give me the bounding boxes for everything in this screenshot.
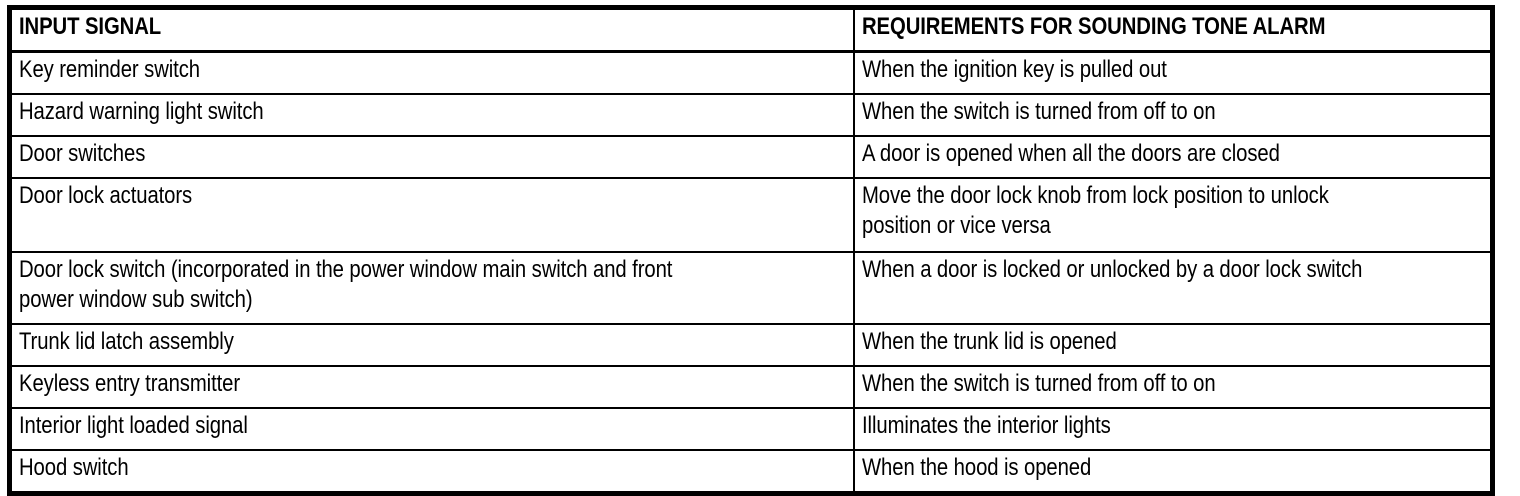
table-row: Keyless entry transmitter When the switc… xyxy=(8,365,1494,409)
table-row: Interior light loaded signal Illuminates… xyxy=(8,407,1494,451)
input-signal-text: Trunk lid latch assembly xyxy=(19,328,234,355)
requirements-text: Move the door lock knob from lock positi… xyxy=(861,182,1329,239)
cell-input-signal: Interior light loaded signal xyxy=(8,407,855,451)
cell-input-signal: Hood switch xyxy=(8,449,855,495)
input-signal-text: Key reminder switch xyxy=(19,56,200,83)
cell-requirements: When the hood is opened xyxy=(852,449,1494,495)
requirements-text: When the trunk lid is opened xyxy=(861,328,1117,355)
requirements-text: When the switch is turned from off to on xyxy=(861,370,1216,397)
table-body: Key reminder switch When the ignition ke… xyxy=(8,50,1494,495)
table-row: Key reminder switch When the ignition ke… xyxy=(8,50,1494,95)
column-header-input-signal: INPUT SIGNAL xyxy=(8,6,855,53)
table-row: Hood switch When the hood is opened xyxy=(8,449,1494,495)
cell-input-signal: Key reminder switch xyxy=(8,50,855,95)
input-signal-text: Interior light loaded signal xyxy=(19,412,248,439)
cell-requirements: When the switch is turned from off to on xyxy=(852,93,1494,137)
cell-input-signal: Door switches xyxy=(8,135,855,179)
requirements-text: When the switch is turned from off to on xyxy=(861,98,1216,125)
column-header-requirements-label: REQUIREMENTS FOR SOUNDING TONE ALARM xyxy=(861,13,1326,40)
cell-requirements: When the trunk lid is opened xyxy=(852,323,1494,367)
input-signal-text: Door switches xyxy=(19,140,146,167)
cell-requirements: When a door is locked or unlocked by a d… xyxy=(852,251,1494,325)
cell-input-signal: Keyless entry transmitter xyxy=(8,365,855,409)
input-signal-text: Door lock actuators xyxy=(19,182,193,209)
cell-input-signal: Door lock actuators xyxy=(8,177,855,253)
cell-input-signal: Hazard warning light switch xyxy=(8,93,855,137)
requirements-text: Illuminates the interior lights xyxy=(861,412,1111,439)
cell-input-signal: Door lock switch (incorporated in the po… xyxy=(8,251,855,325)
cell-requirements: Illuminates the interior lights xyxy=(852,407,1494,451)
cell-input-signal: Trunk lid latch assembly xyxy=(8,323,855,367)
input-signal-text: Hazard warning light switch xyxy=(19,98,264,125)
input-signal-text: Keyless entry transmitter xyxy=(19,370,241,397)
column-header-requirements: REQUIREMENTS FOR SOUNDING TONE ALARM xyxy=(852,6,1494,53)
cell-requirements: When the switch is turned from off to on xyxy=(852,365,1494,409)
input-signal-text: Hood switch xyxy=(19,454,129,481)
table-row: Door lock actuators Move the door lock k… xyxy=(8,177,1494,253)
requirements-text: When a door is locked or unlocked by a d… xyxy=(861,256,1362,283)
column-header-input-signal-label: INPUT SIGNAL xyxy=(19,13,162,40)
requirements-text: A door is opened when all the doors are … xyxy=(861,140,1280,167)
cell-requirements: A door is opened when all the doors are … xyxy=(852,135,1494,179)
table-row: Trunk lid latch assembly When the trunk … xyxy=(8,323,1494,367)
requirements-text: When the ignition key is pulled out xyxy=(861,56,1167,83)
input-signal-text: Door lock switch (incorporated in the po… xyxy=(19,256,673,313)
input-signal-requirements-table: INPUT SIGNAL REQUIREMENTS FOR SOUNDING T… xyxy=(7,5,1495,496)
table-row: Door lock switch (incorporated in the po… xyxy=(8,251,1494,325)
requirements-text: When the hood is opened xyxy=(861,454,1091,481)
table-row: Hazard warning light switch When the swi… xyxy=(8,93,1494,137)
cell-requirements: When the ignition key is pulled out xyxy=(852,50,1494,95)
cell-requirements: Move the door lock knob from lock positi… xyxy=(852,177,1494,253)
table-row: Door switches A door is opened when all … xyxy=(8,135,1494,179)
table-header-row: INPUT SIGNAL REQUIREMENTS FOR SOUNDING T… xyxy=(8,6,1494,53)
table-header: INPUT SIGNAL REQUIREMENTS FOR SOUNDING T… xyxy=(8,6,1494,53)
